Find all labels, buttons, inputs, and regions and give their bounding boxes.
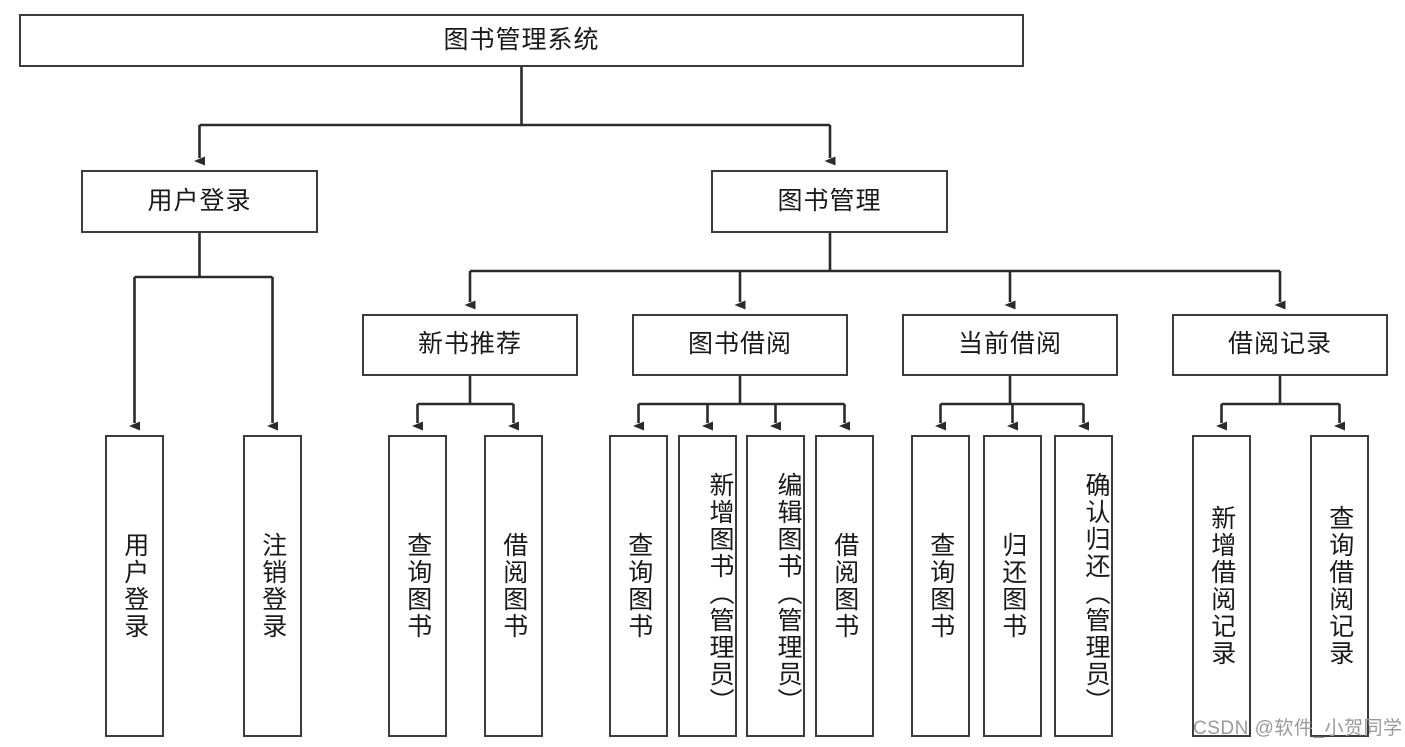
node-book-borrow[interactable]: 图书借阅 — [632, 314, 848, 376]
node-root-system[interactable]: 图书管理系统 — [19, 14, 1024, 67]
leaf-return-book[interactable]: 归还图书 — [983, 435, 1042, 737]
node-borrow-record[interactable]: 借阅记录 — [1172, 314, 1388, 376]
leaf-edit-book-admin[interactable]: 编辑图书（管理员） — [746, 435, 805, 737]
leaf-query-book-recommend[interactable]: 查询图书 — [388, 435, 447, 737]
leaf-query-borrow-record[interactable]: 查询借阅记录 — [1310, 435, 1369, 737]
leaf-borrow-book[interactable]: 借阅图书 — [815, 435, 874, 737]
leaf-logout[interactable]: 注销登录 — [243, 435, 302, 737]
leaf-query-book-current[interactable]: 查询图书 — [911, 435, 970, 737]
node-new-book-recommend[interactable]: 新书推荐 — [362, 314, 578, 376]
node-current-borrow[interactable]: 当前借阅 — [902, 314, 1118, 376]
leaf-user-login[interactable]: 用户登录 — [105, 435, 164, 737]
leaf-query-book-borrow[interactable]: 查询图书 — [609, 435, 668, 737]
node-book-management[interactable]: 图书管理 — [711, 170, 948, 233]
leaf-add-book-admin[interactable]: 新增图书（管理员） — [678, 435, 737, 737]
leaf-borrow-book-recommend[interactable]: 借阅图书 — [484, 435, 543, 737]
leaf-confirm-return-admin[interactable]: 确认归还（管理员） — [1054, 435, 1113, 737]
csdn-watermark: CSDN @软件_小贺同学 — [1193, 718, 1403, 739]
node-user-login[interactable]: 用户登录 — [81, 170, 318, 233]
leaf-add-borrow-record[interactable]: 新增借阅记录 — [1192, 435, 1251, 737]
